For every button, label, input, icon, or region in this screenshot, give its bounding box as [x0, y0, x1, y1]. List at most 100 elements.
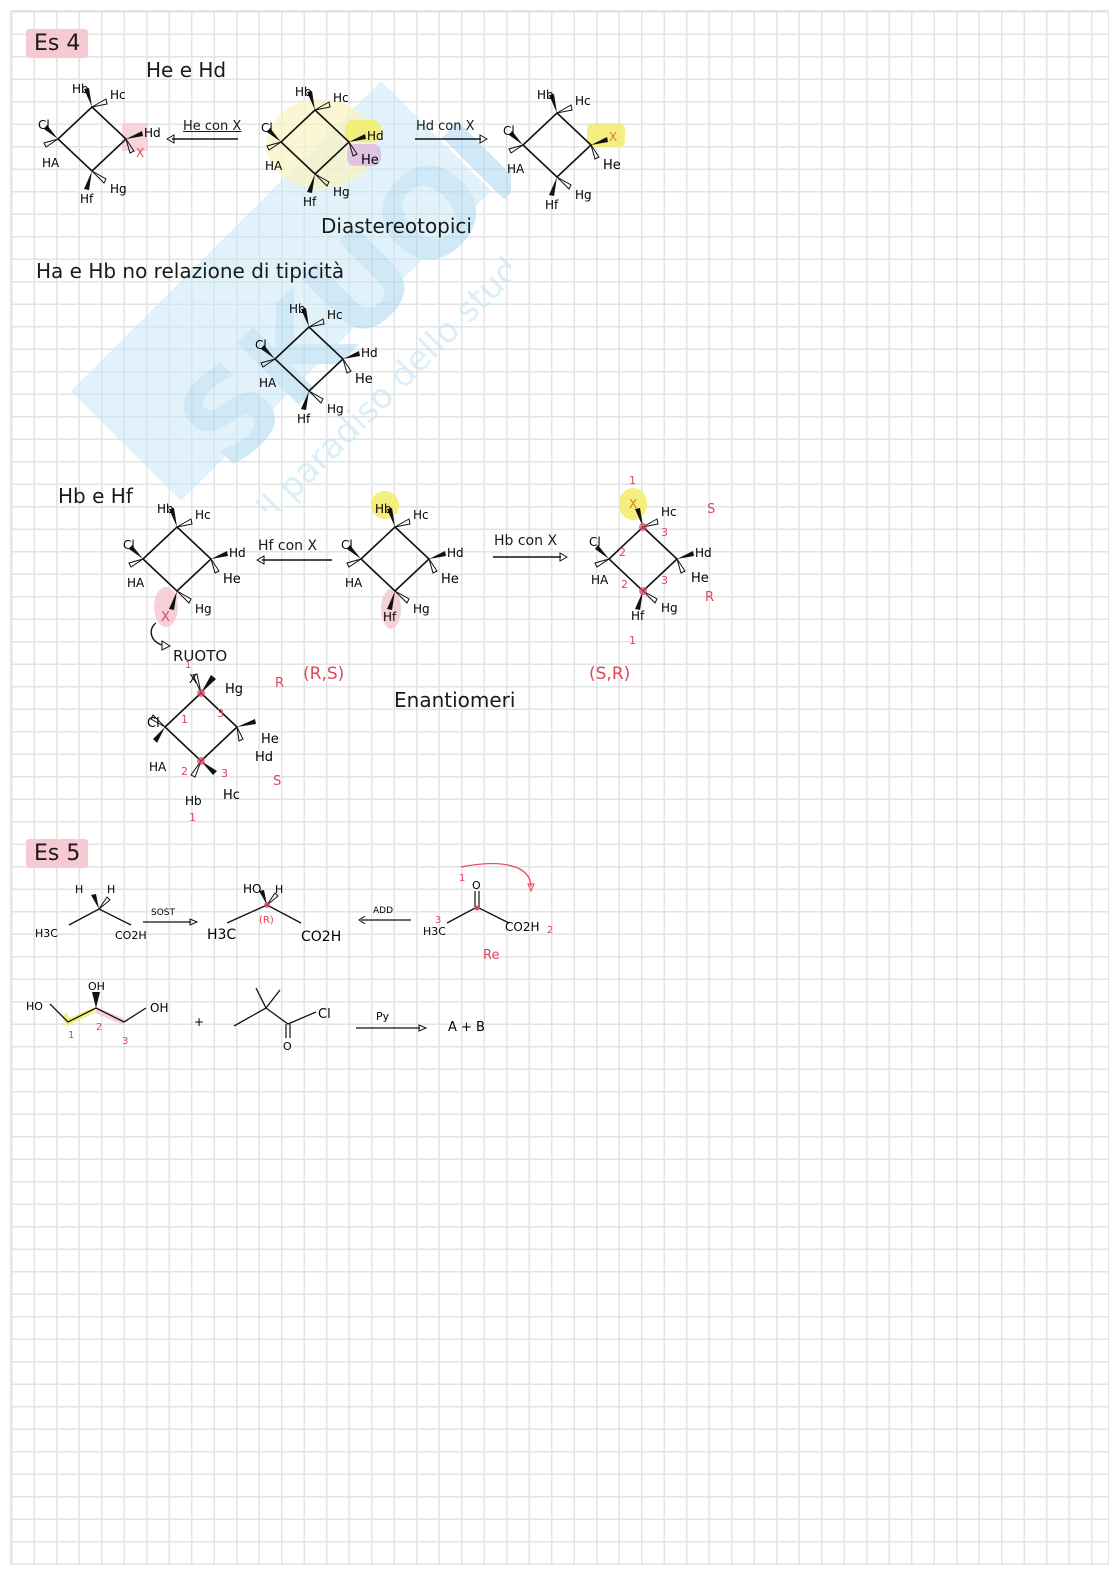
svg-text:He: He [691, 571, 709, 586]
svg-text:Hg: Hg [575, 188, 592, 202]
config-rs-left: (R,S) [303, 664, 345, 684]
svg-text:Cl: Cl [341, 538, 353, 552]
svg-text:1: 1 [459, 873, 465, 884]
svg-text:1: 1 [181, 713, 188, 726]
svg-text:Hc: Hc [413, 508, 429, 522]
svg-text:Hd: Hd [695, 546, 712, 560]
svg-text:Hc: Hc [575, 94, 591, 108]
svg-text:1: 1 [185, 660, 191, 671]
arrow-right-icon [415, 134, 489, 144]
svg-text:H: H [107, 883, 115, 896]
svg-text:Hc: Hc [327, 308, 343, 322]
svg-text:Hg: Hg [110, 182, 127, 196]
svg-text:Cl: Cl [255, 338, 267, 352]
arrow-right-icon [493, 552, 569, 562]
cyclobutane-m8: 1 1 R S 1 3 2 3 X Hg Cl HA He Hd Hb Hc [147, 660, 284, 824]
svg-text:R: R [705, 590, 714, 605]
svg-text:X: X [161, 610, 170, 625]
svg-text:1: 1 [629, 474, 636, 487]
config-sr-right: (S,R) [589, 664, 631, 684]
svg-text:HA: HA [507, 162, 525, 176]
svg-text:He: He [223, 572, 241, 587]
svg-text:Hg: Hg [195, 602, 212, 616]
svg-text:HA: HA [265, 159, 283, 173]
section-heading-ha-hb: Ha e Hb no relazione di tipicità [36, 259, 345, 283]
svg-text:Cl: Cl [503, 124, 515, 138]
cyclobutane-m7: 1 1 S R 2 3 2 3 X Hc Cl HA Hd He Hf Hg [589, 474, 715, 647]
svg-text:+: + [194, 1015, 204, 1029]
svg-text:2: 2 [96, 1022, 102, 1033]
svg-text:HO: HO [243, 882, 261, 896]
svg-text:Hd: Hd [144, 126, 161, 140]
svg-text:X: X [609, 130, 617, 144]
svg-text:1: 1 [629, 634, 636, 647]
svg-text:H3C: H3C [207, 927, 236, 943]
svg-text:Cl: Cl [318, 1007, 331, 1022]
svg-text:Cl: Cl [147, 716, 160, 731]
svg-text:Hc: Hc [661, 505, 677, 519]
svg-text:Hg: Hg [661, 601, 678, 615]
svg-text:HA: HA [149, 760, 167, 774]
svg-text:S: S [273, 774, 281, 789]
svg-text:CO2H: CO2H [301, 929, 341, 945]
svg-text:Hg: Hg [225, 682, 243, 697]
svg-text:Hb: Hb [157, 502, 174, 516]
curved-arrow-icon [150, 622, 172, 651]
exercise-title-es4: Es 4 [26, 29, 89, 58]
svg-text:2: 2 [547, 925, 553, 936]
svg-text:3: 3 [661, 526, 668, 539]
svg-text:3: 3 [661, 574, 668, 587]
svg-text:HA: HA [259, 376, 277, 390]
svg-text:2: 2 [621, 578, 628, 591]
section-heading-hb-hf: Hb e Hf [58, 484, 133, 508]
svg-text:Hb: Hb [289, 302, 306, 316]
svg-text:Hf: Hf [383, 610, 397, 624]
svg-text:Hb: Hb [537, 88, 554, 102]
caption-ruoto: RUOTO [173, 647, 228, 665]
cyclobutane-m3: Hb Hc Cl HA X He Hf Hg [503, 88, 625, 212]
svg-text:Cl: Cl [123, 538, 135, 552]
svg-text:O: O [283, 1040, 292, 1053]
svg-text:Py: Py [376, 1010, 390, 1023]
svg-text:Hd: Hd [367, 129, 384, 143]
svg-text:He: He [355, 372, 373, 387]
exercise-title-es5: Es 5 [26, 839, 89, 868]
arrow-left-icon [165, 134, 238, 144]
svg-text:ADD: ADD [373, 906, 393, 916]
svg-text:Hg: Hg [333, 185, 350, 199]
svg-text:O: O [472, 879, 481, 892]
svg-text:3: 3 [217, 707, 224, 720]
cyclobutane-m1: Hb Hc Cl HA Hd X Hf Hg [38, 82, 161, 206]
cyclobutane-m5: Hb Hc Cl HA Hd He X Hg [123, 502, 246, 627]
svg-text:Hf: Hf [631, 609, 645, 623]
svg-text:He: He [361, 153, 379, 168]
svg-text:2: 2 [181, 765, 188, 778]
svg-text:Hc: Hc [223, 788, 240, 803]
arrow-label-hd-con-x: Hd con X [416, 119, 475, 134]
svg-text:H: H [275, 883, 283, 896]
svg-text:Cl: Cl [261, 121, 273, 135]
svg-text:(R): (R) [259, 915, 274, 926]
svg-text:Hb: Hb [185, 794, 202, 808]
svg-text:Hb: Hb [375, 502, 392, 516]
svg-text:Hc: Hc [333, 91, 349, 105]
arrow-label-hf-con-x: Hf con X [258, 538, 318, 554]
svg-text:Hd: Hd [255, 750, 273, 765]
svg-text:1: 1 [189, 811, 196, 824]
svg-text:Cl: Cl [589, 535, 601, 549]
svg-text:CO2H: CO2H [115, 929, 147, 942]
svg-text:OH: OH [88, 980, 105, 993]
section-heading-he-hd: He e Hd [146, 58, 227, 82]
svg-text:Hb: Hb [72, 82, 89, 96]
svg-text:HO: HO [26, 1000, 43, 1013]
svg-text:Re: Re [483, 948, 499, 963]
svg-text:X: X [629, 497, 637, 511]
svg-text:SOST: SOST [151, 908, 176, 918]
svg-text:Hf: Hf [80, 192, 94, 206]
svg-text:S: S [707, 502, 715, 517]
reaction-scheme-lactic-acid: H H H3C CO2H SOST HO H (R) H3C CO2H ADD … [35, 863, 553, 963]
svg-text:Hg: Hg [327, 402, 344, 416]
svg-text:Cl: Cl [38, 118, 50, 132]
svg-text:3: 3 [435, 915, 441, 926]
conclusion-enantiomeri: Enantiomeri [394, 688, 516, 712]
